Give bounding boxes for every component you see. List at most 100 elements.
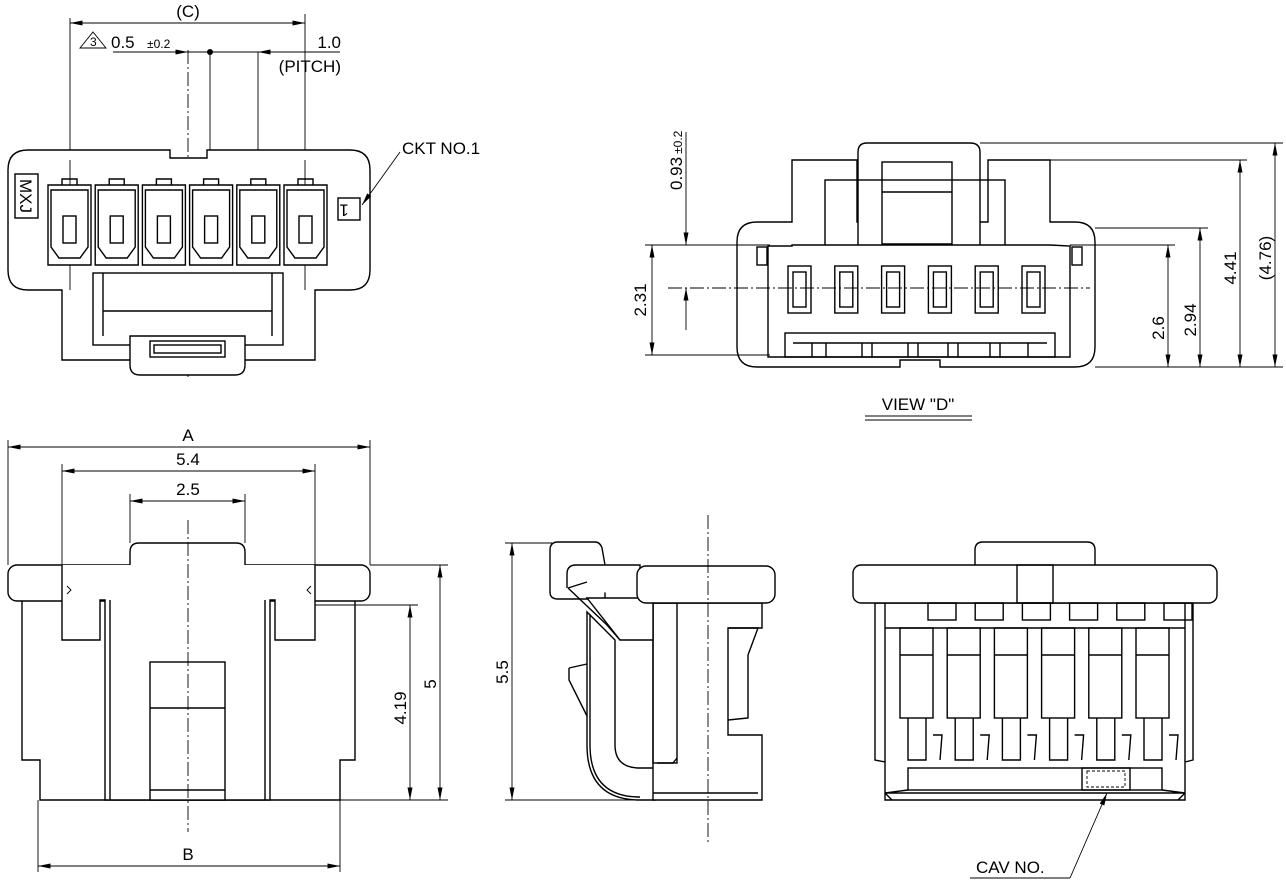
view-d-cavity-inner — [1026, 271, 1041, 308]
rear-tooth — [1096, 718, 1132, 761]
dim-294-label: 2.94 — [1181, 303, 1200, 336]
pitch-value: 1.0 — [317, 33, 341, 52]
cavity-detail — [239, 178, 278, 259]
rear-top-slot — [1021, 602, 1052, 621]
rear-cavity — [899, 627, 934, 719]
view-d-cavity-inner — [885, 271, 901, 308]
pitch-label: (PITCH) — [279, 57, 341, 76]
rear-tooth — [1001, 718, 1038, 761]
ckt-label: CKT NO.1 — [402, 139, 480, 158]
note-number: 3 — [90, 35, 97, 49]
cav-number-box — [1086, 770, 1126, 788]
side-body — [652, 602, 763, 801]
terminal-cavity — [47, 184, 92, 266]
ramp — [567, 587, 621, 641]
rear-tooth — [954, 718, 990, 761]
rear-top-slot — [974, 602, 1004, 621]
contact-window — [203, 215, 219, 244]
rear-top-tab — [974, 541, 1096, 565]
note-triangle-icon — [79, 31, 107, 49]
dim-54-label: 5.4 — [176, 450, 200, 469]
marking-text: MXJ — [16, 179, 35, 213]
rear-tooth — [1143, 718, 1179, 761]
rear-flange — [852, 564, 1218, 604]
side-bump — [568, 663, 588, 717]
rear-top-slot — [927, 602, 957, 621]
rear-tooth — [907, 718, 943, 761]
dim-b-label: B — [182, 845, 193, 864]
contact-window — [298, 215, 313, 244]
rear-cavity — [993, 627, 1029, 719]
view-d-cavity-inner — [792, 271, 807, 308]
terminal-cavity — [141, 184, 187, 266]
view-d-inner-housing — [767, 244, 1071, 358]
offset-value: 0.5 — [111, 33, 135, 52]
cav-number-area — [1081, 767, 1131, 791]
terminal-cavity — [94, 184, 139, 266]
rear-cavities — [899, 602, 1193, 761]
side-rib — [756, 246, 768, 266]
terminal-cavities — [47, 178, 328, 266]
front-window — [149, 661, 226, 801]
rear-cavity — [1088, 627, 1123, 719]
rear-view: CAV NO. — [852, 541, 1218, 879]
lock-tab — [129, 335, 246, 376]
view-d-cavity-inner — [932, 271, 948, 308]
cavity-detail — [191, 178, 231, 259]
edge — [567, 581, 588, 589]
side-flange-left — [566, 564, 654, 641]
side-flange-right — [636, 565, 776, 604]
cavity-detail — [286, 178, 325, 259]
view-d-cavity-inner — [839, 271, 854, 308]
rear-top-slot — [1116, 602, 1146, 621]
dim-25-label: 2.5 — [176, 480, 200, 499]
view-d-cavity — [1021, 265, 1046, 314]
contact-window — [109, 215, 124, 244]
view-d: 2.31 0.93±0.2 2.6 2.94 4.41 (4.76) VIEW … — [631, 130, 1283, 421]
rear-cavity — [1040, 627, 1076, 719]
rear-top-slot — [1163, 602, 1193, 621]
dim-093-label: 0.93±0.2 — [667, 130, 686, 190]
view-d-cavity — [974, 265, 999, 314]
lock-slot — [149, 340, 226, 358]
marking-box — [14, 173, 39, 219]
terminal-cavity — [283, 184, 328, 266]
cav-label: CAV NO. — [976, 858, 1045, 877]
edge — [657, 757, 678, 764]
lock-slot-inner — [153, 344, 222, 354]
side-view: 5.5 — [493, 515, 776, 845]
edge — [727, 627, 760, 721]
circuit-mark-box — [337, 197, 361, 221]
contact-window — [251, 215, 266, 244]
dim-a-label: A — [182, 426, 194, 445]
view-d-top-tab — [857, 142, 981, 248]
offset-tolerance: ±0.2 — [147, 37, 171, 51]
rear-tooth — [1048, 718, 1085, 761]
cavity-detail — [50, 178, 89, 259]
dim-26-label: 2.6 — [1149, 316, 1168, 340]
terminal-cavity — [188, 184, 234, 266]
dim-441-label: 4.41 — [1221, 251, 1240, 284]
ckt-leader — [361, 151, 401, 206]
rear-label-strip — [907, 767, 1163, 791]
dim-419-label: 4.19 — [391, 691, 410, 724]
latch-mark — [66, 585, 72, 595]
view-d-cavity — [927, 265, 953, 314]
view-d-title: VIEW "D" — [882, 395, 955, 414]
dim-55-label: 5.5 — [493, 660, 512, 684]
bottom-rail — [784, 332, 1056, 358]
view-d-cavities — [787, 265, 1046, 314]
contact-window — [62, 215, 77, 244]
rear-body — [874, 602, 1194, 801]
side-rib — [1071, 246, 1083, 266]
top-view: (C) 3 0.5 ±0.2 1.0 (PITCH) MXJ 1 CKT NO.… — [7, 2, 480, 380]
rear-cavity — [1135, 627, 1170, 719]
dim-476-label: (4.76) — [1256, 236, 1275, 280]
view-d-cavity-inner — [979, 271, 994, 308]
cavity-detail — [97, 178, 136, 259]
latch-mark — [306, 585, 312, 595]
view-d-cavity — [880, 265, 906, 314]
view-d-cavity — [787, 265, 812, 314]
